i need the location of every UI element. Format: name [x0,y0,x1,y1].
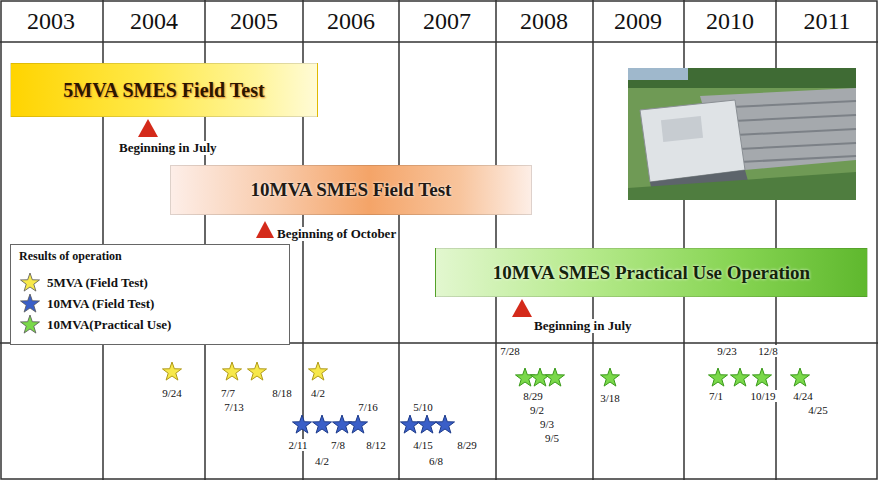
plant-photo [628,68,856,200]
legend-star-shape [20,315,39,333]
date-label: 3/18 [599,392,621,404]
result-star [730,368,749,386]
phase-title: 10MVA SMES Practical Use Operation [493,262,810,284]
result-star [312,415,331,433]
result-star [308,362,327,380]
start-note: Beginning of October [276,227,397,241]
photo-building [640,100,745,182]
date-label: 4/2 [310,387,326,399]
date-label: 9/5 [544,432,560,444]
year-header: 2009 [613,8,663,34]
header-rule [0,41,878,43]
date-label: 7/7 [220,387,236,399]
result-star [348,415,367,433]
date-label: 4/2 [314,455,330,467]
photo-foreground [628,172,856,200]
date-label: 9/3 [539,418,555,430]
year-header: 2006 [326,8,376,34]
year-divider [398,0,400,480]
legend-entry: 5MVA (Field Test) [19,272,148,294]
result-star [600,368,619,386]
start-triangle [138,119,158,137]
date-label: 7/13 [223,401,245,413]
result-star [400,415,419,433]
stars-10mva-practical [515,368,809,386]
stars-10mva-field [292,415,454,433]
legend-heading: Results of operation [18,250,123,263]
date-label: 4/25 [807,404,829,416]
result-star [708,368,727,386]
result-star [162,362,181,380]
date-label: 6/8 [428,455,444,467]
stars-5mva-field [162,362,327,380]
result-star [222,362,241,380]
date-label: 2/11 [287,439,308,451]
date-label: 8/29 [522,390,544,402]
legend-entry: 10MVA (Field Test) [19,293,154,315]
year-divider [495,0,497,480]
legend-star-shape [20,294,39,312]
date-label: 7/16 [357,401,379,413]
result-star [545,368,564,386]
date-label: 7/28 [499,345,521,357]
photo-trees [628,68,856,88]
legend-label: 10MVA (Field Test) [47,296,154,312]
date-label: 5/10 [412,401,434,413]
date-label: 7/1 [708,390,724,402]
phase-title: 5MVA SMES Field Test [63,79,264,102]
year-header: 2007 [422,8,472,34]
start-note: Beginning in July [533,319,633,333]
result-star [247,362,266,380]
date-label: 4/24 [792,390,814,402]
result-star [790,368,809,386]
photo-roof-unit [661,116,703,142]
phase-band: 10MVA SMES Practical Use Operation [435,248,868,297]
photo-sky [628,68,688,80]
result-star [752,368,771,386]
legend-star [19,272,41,294]
date-label: 8/12 [365,439,387,451]
result-star [435,415,454,433]
legend-label: 5MVA (Field Test) [47,275,148,291]
year-header: 2011 [802,8,851,34]
result-star [515,368,534,386]
phase-band: 10MVA SMES Field Test [170,165,532,215]
date-label: 9/23 [716,345,738,357]
date-label: 8/29 [456,439,478,451]
phase-title: 10MVA SMES Field Test [251,179,452,201]
result-star [530,368,549,386]
date-label: 7/8 [330,439,346,451]
start-triangle [512,299,532,317]
photo-ground [628,68,856,200]
legend-entry: 10MVA(Practical Use) [19,314,171,336]
date-label: 4/15 [412,439,434,451]
result-star [417,415,436,433]
year-header: 2004 [129,8,179,34]
date-label: 12/8 [757,345,779,357]
year-header: 2008 [519,8,569,34]
year-header: 2010 [705,8,755,34]
date-label: 9/24 [161,387,183,399]
legend-star-shape [20,273,39,291]
legend-label: 10MVA(Practical Use) [47,317,171,333]
year-header: 2003 [26,8,76,34]
start-triangle [256,221,274,238]
result-star [292,415,311,433]
year-divider [592,0,594,480]
year-header: 2005 [229,8,279,34]
legend-star [19,314,41,336]
date-label: 10/19 [749,390,776,402]
phase-band: 5MVA SMES Field Test [10,63,318,117]
date-label: 8/18 [271,387,293,399]
result-star [332,415,351,433]
start-note: Beginning in July [118,141,218,155]
legend-star [19,293,41,315]
date-label: 9/2 [529,404,545,416]
